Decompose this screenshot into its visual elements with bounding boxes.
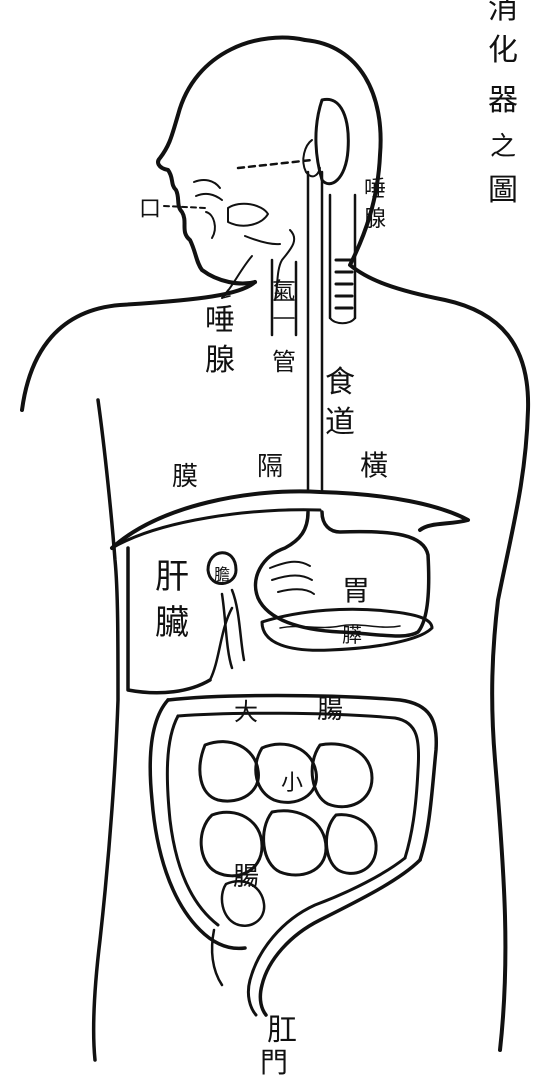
esophagus-label-1: 食	[325, 365, 355, 400]
title-char-3: 器	[488, 83, 518, 118]
title-char-4: 之	[490, 132, 516, 162]
throat-gland-structure	[330, 195, 355, 323]
throat-gland-label-2: 腺	[364, 207, 386, 232]
small-intestine-structure	[200, 742, 376, 926]
anus-label-2: 門	[260, 1046, 288, 1076]
gallbladder-label: 膽	[214, 565, 230, 584]
body-outline	[22, 38, 528, 1060]
stomach-label: 胃	[342, 574, 370, 607]
trachea-label-2: 管	[272, 348, 296, 376]
liver-label-1: 肝	[155, 557, 189, 597]
small-intestine-label-2: 腸	[233, 862, 259, 892]
esophagus-label-2: 道	[325, 405, 355, 440]
title-char-2: 化	[488, 33, 518, 68]
mouth-pointer	[164, 206, 206, 208]
anus-label-1: 肛	[267, 1013, 297, 1048]
title-char-1: 消	[488, 0, 518, 26]
mouth-label: 口	[139, 197, 161, 222]
large-intestine-structure	[150, 696, 436, 949]
salivary-gland-label-2: 腺	[205, 343, 235, 378]
small-intestine-label-1: 小	[281, 771, 303, 796]
diaphragm-label-1: 橫	[360, 449, 388, 482]
diaphragm-label-2: 隔	[257, 452, 283, 482]
large-intestine-label-1: 大	[234, 698, 258, 726]
trachea-label-1: 氣	[273, 279, 295, 304]
throat-gland-label-1: 唾	[364, 177, 386, 202]
large-intestine-label-2: 腸	[317, 695, 343, 725]
esophagus-structure	[308, 172, 322, 492]
diaphragm-label-3: 膜	[172, 462, 198, 492]
liver-label-2: 臟	[155, 603, 189, 643]
title-char-5: 圖	[488, 173, 518, 208]
pancreas-label: 膵	[342, 623, 362, 647]
salivary-gland-label-1: 唾	[205, 303, 235, 338]
title-text: 消 化 器 之 圖	[488, 0, 518, 208]
